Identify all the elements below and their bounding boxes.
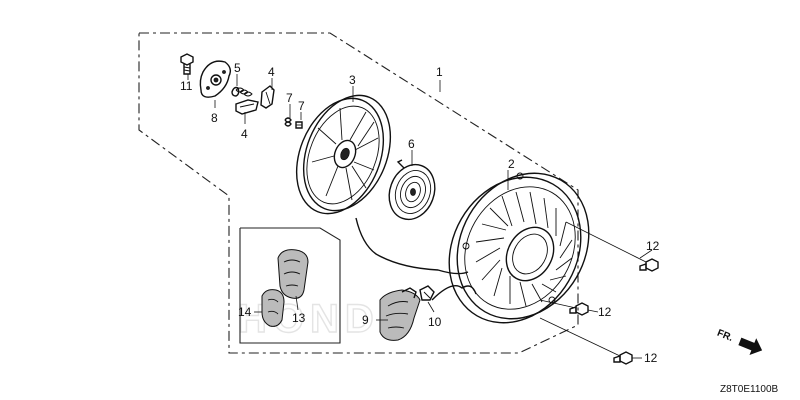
callout-6: 6 xyxy=(408,137,415,151)
pawl-spring-part-7-left xyxy=(284,117,292,127)
handle-subassembly-box xyxy=(239,227,341,344)
callout-4-lower: 4 xyxy=(241,127,248,141)
ratchet-pawl-part-4-lower xyxy=(235,99,259,115)
starter-grip-part-9 xyxy=(379,287,421,341)
spiral-spring-part-6 xyxy=(388,159,436,221)
bolt-part-11 xyxy=(180,53,194,75)
callout-7-left: 7 xyxy=(286,91,293,105)
leader-lines xyxy=(187,74,653,359)
assembly-outline xyxy=(138,32,579,354)
pawl-spring-part-7-right xyxy=(295,121,303,129)
callout-7-right: 7 xyxy=(298,99,305,113)
callout-2: 2 xyxy=(508,157,515,171)
ratchet-plate-part-8 xyxy=(199,60,232,98)
callout-10: 10 xyxy=(428,315,442,329)
callout-4-upper: 4 xyxy=(268,65,275,79)
callout-12-middle: 12 xyxy=(598,305,612,319)
flange-bolt-part-12-lower xyxy=(613,351,633,365)
starter-case-part-2 xyxy=(448,172,590,324)
flange-bolt-part-12-middle xyxy=(569,302,589,316)
grip-half-part-13 xyxy=(277,249,309,299)
spring-part-5 xyxy=(231,86,253,97)
callout-12-upper: 12 xyxy=(646,239,660,253)
starter-rope-to-handle xyxy=(431,285,477,301)
callout-5: 5 xyxy=(234,61,241,75)
figure-code: Z8T0E1100B xyxy=(720,384,779,395)
reel-pulley-part-3 xyxy=(295,94,392,215)
callout-1: 1 xyxy=(436,65,443,79)
callout-3: 3 xyxy=(349,73,356,87)
ratchet-pawl-part-4-upper xyxy=(260,85,275,109)
callout-14: 14 xyxy=(238,305,252,319)
flange-bolt-part-12-upper xyxy=(639,258,659,272)
callout-11: 11 xyxy=(180,79,193,93)
callout-9: 9 xyxy=(362,313,369,327)
callout-8: 8 xyxy=(211,111,218,125)
callout-13: 13 xyxy=(292,311,306,325)
starter-rope xyxy=(355,217,469,275)
grip-insert-part-14 xyxy=(261,289,285,327)
callout-12-lower: 12 xyxy=(644,351,658,365)
front-arrow-icon xyxy=(738,337,763,355)
rope-knot-part-10 xyxy=(419,285,435,301)
front-direction-marker: FR. xyxy=(715,328,763,355)
front-direction-label: FR. xyxy=(715,328,734,344)
